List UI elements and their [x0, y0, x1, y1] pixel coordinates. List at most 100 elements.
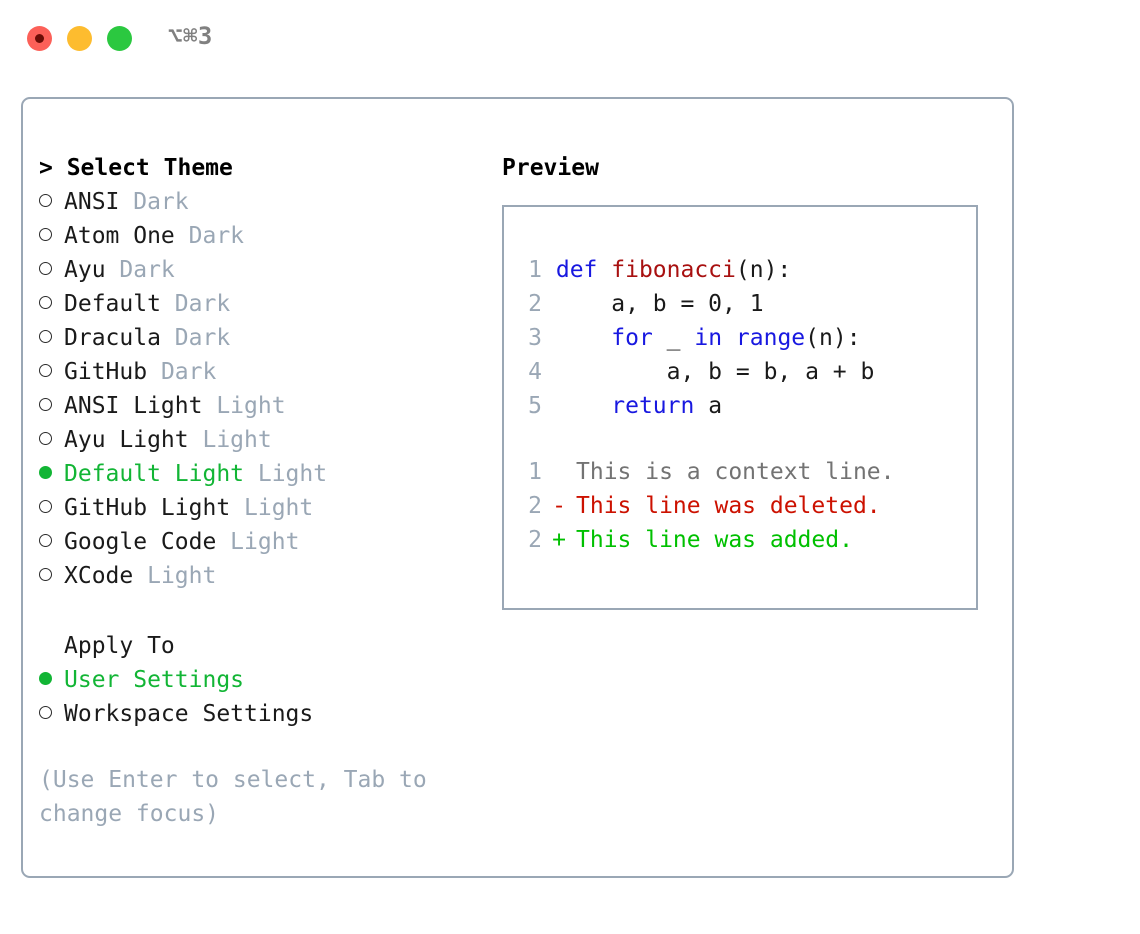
theme-variant-label: Dark [119, 189, 189, 215]
code-token: range [735, 325, 806, 351]
theme-name-label: ANSI [64, 189, 120, 215]
preview-title: Preview [502, 155, 599, 181]
code-token: in [694, 325, 723, 351]
diff-line: 1 This is a context line. [516, 455, 894, 489]
theme-list-item[interactable]: Ayu Dark [39, 253, 469, 287]
radio-unselected-icon [39, 253, 64, 287]
bullet-shape [39, 194, 52, 207]
theme-name-label: Dracula [64, 325, 161, 351]
bullet-shape [39, 228, 52, 241]
radio-unselected-icon [39, 321, 64, 355]
apply-to-header: Apply To [64, 633, 175, 659]
maximize-window-button[interactable] [107, 26, 132, 51]
radio-unselected-icon [39, 559, 64, 593]
bullet-shape [39, 330, 52, 343]
radio-unselected-icon [39, 219, 64, 253]
theme-variant-label: Dark [160, 291, 231, 317]
theme-list-item[interactable]: Google Code Light [39, 525, 469, 559]
code-token: def [555, 257, 612, 283]
diff-sign: + [552, 527, 566, 553]
theme-list-item[interactable]: Default Dark [39, 287, 469, 321]
bullet-shape [39, 296, 52, 309]
theme-name-label: ANSI Light [64, 393, 203, 419]
diff-sign [542, 455, 576, 489]
theme-list-item[interactable]: ANSI Light Light [39, 389, 469, 423]
radio-unselected-icon [39, 355, 64, 389]
diff-sample: 1 This is a context line.2-This line was… [516, 455, 895, 557]
diff-text: This line was added. [576, 527, 853, 553]
theme-name-label: Google Code [64, 529, 217, 555]
line-number: 1 [528, 257, 542, 283]
theme-name-label: GitHub [64, 359, 148, 385]
title-bar: ⌥⌘3 [0, 0, 1140, 78]
theme-name-label: GitHub Light [64, 495, 231, 521]
theme-list-item[interactable]: Ayu Light Light [39, 423, 469, 457]
bullet-shape [39, 466, 52, 479]
code-token: a, b = b, a + b [555, 359, 875, 385]
theme-list-item[interactable]: GitHub Dark [39, 355, 469, 389]
preview-column: Preview 1 def fibonacci(n):2 a, b = 0, 1… [502, 151, 992, 610]
theme-name-label: Ayu Light [64, 427, 189, 453]
diff-line-number: 2 [528, 493, 542, 519]
theme-list-item[interactable]: Default Light Light [39, 457, 469, 491]
apply-to-option[interactable]: User Settings [39, 663, 469, 697]
theme-name-label: Atom One [64, 223, 175, 249]
theme-list-item[interactable]: GitHub Light Light [39, 491, 469, 525]
bullet-shape [39, 568, 52, 581]
radio-unselected-icon [39, 389, 64, 423]
code-token [556, 325, 611, 351]
code-token: a, b = 0, 1 [555, 291, 764, 317]
code-token: return [611, 393, 695, 419]
bullet-shape [39, 364, 52, 377]
apply-to-label: Workspace Settings [64, 701, 314, 727]
bullet-shape [39, 672, 52, 685]
theme-list-item[interactable]: Dracula Dark [39, 321, 469, 355]
code-line: 1 def fibonacci(n): [516, 253, 874, 287]
theme-variant-label: Light [244, 461, 328, 487]
code-line: 2 a, b = 0, 1 [516, 287, 874, 321]
apply-to-label: User Settings [64, 667, 245, 693]
theme-name-label: Ayu [64, 257, 106, 283]
code-token [722, 325, 736, 351]
theme-picker-header: > Select Theme [39, 155, 233, 181]
code-line: 3 for _ in range(n): [516, 321, 874, 355]
radio-selected-icon [39, 457, 64, 491]
radio-selected-icon [39, 663, 64, 697]
diff-line-number: 1 [528, 459, 542, 485]
radio-unselected-icon [39, 525, 64, 559]
theme-name-label: XCode [64, 563, 134, 589]
radio-unselected-icon [39, 185, 64, 219]
theme-variant-label: Light [230, 495, 314, 521]
theme-list-item[interactable]: Atom One Dark [39, 219, 469, 253]
apply-to-option[interactable]: Workspace Settings [39, 697, 469, 731]
diff-line-number: 2 [528, 527, 542, 553]
spacer [39, 593, 469, 629]
line-number: 5 [528, 393, 542, 419]
radio-unselected-icon [39, 491, 64, 525]
code-token: for [611, 325, 653, 351]
bullet-shape [39, 500, 52, 513]
line-number: 3 [528, 325, 542, 351]
line-number: 2 [528, 291, 542, 317]
keyboard-shortcut-label: ⌥⌘3 [168, 22, 213, 50]
theme-list-item[interactable]: XCode Light [39, 559, 469, 593]
theme-list-item[interactable]: ANSI Dark [39, 185, 469, 219]
theme-variant-label: Dark [160, 325, 231, 351]
code-token: _ [652, 325, 695, 351]
theme-variant-label: Light [133, 563, 217, 589]
theme-variant-label: Light [202, 393, 286, 419]
diff-text: This line was deleted. [576, 493, 881, 519]
minimize-window-button[interactable] [67, 26, 92, 51]
radio-unselected-icon [39, 697, 64, 731]
bullet-shape [39, 262, 52, 275]
bullet-shape [39, 706, 52, 719]
code-token [556, 393, 611, 419]
code-line: 5 return a [516, 389, 874, 423]
code-token: fibonacci [611, 257, 736, 283]
diff-line: 2 + This line was added. [516, 523, 895, 557]
